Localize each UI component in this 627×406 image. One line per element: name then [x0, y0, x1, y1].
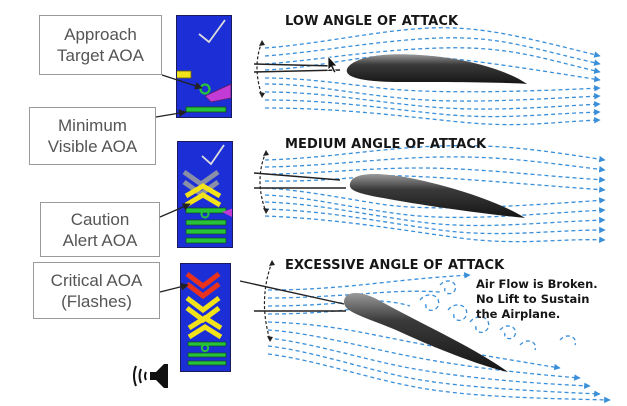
airfoil-medium: [349, 174, 525, 218]
aoa-arc-excessive: [263, 261, 273, 341]
aoa-arc-medium: [259, 151, 267, 213]
white-check-chevron: [198, 19, 226, 44]
note-line: Air Flow is Broken.: [476, 277, 598, 291]
callout-text-line: Minimum: [58, 116, 127, 135]
aoa-indicator-critical: [180, 263, 231, 372]
speaker-icon: [133, 364, 168, 388]
gray-chevron: [182, 169, 220, 188]
airfoil-excessive: [344, 293, 508, 372]
yellow-bar-left: [177, 70, 192, 79]
green-bar: [187, 352, 227, 358]
heading-excessive-aoa: EXCESSIVE ANGLE OF ATTACK: [285, 258, 505, 273]
green-donut: [200, 343, 210, 353]
callout-text-line: Alert AOA: [62, 230, 138, 250]
red-chevron: [185, 282, 221, 300]
callout-text-line: Approach: [64, 25, 137, 44]
medium-aoa-airflow: [264, 144, 606, 243]
red-chevron: [185, 272, 221, 290]
chord-line-low: [253, 63, 335, 67]
callout-caution-alert-aoa: Caution Alert AOA: [40, 202, 160, 257]
aoa-indicator-caution: [177, 141, 233, 248]
yellow-chevron: [184, 183, 222, 199]
callout-text-line: (Flashes): [61, 291, 132, 311]
chord-line-medium: [253, 172, 341, 181]
mouse-cursor-icon: [327, 54, 338, 74]
callout-approach-target-aoa: Approach Target AOA: [39, 15, 162, 75]
note-line: No Lift to Sustain: [476, 292, 590, 306]
chord-line-excessive: [239, 280, 345, 305]
yellow-chevron: [184, 192, 222, 208]
yellow-chevron: [187, 315, 223, 331]
green-bar: [185, 228, 227, 235]
green-donut: [200, 209, 210, 219]
callout-minimum-visible-aoa: Minimum Visible AOA: [29, 107, 156, 165]
magenta-pointer: [204, 83, 231, 103]
yellow-chevron: [185, 296, 221, 314]
green-bar: [187, 360, 227, 366]
magenta-pointer: [222, 208, 232, 217]
callout-text-line: Critical AOA: [50, 270, 143, 290]
yellow-chevron: [187, 324, 223, 340]
note-line: the Airplane.: [476, 307, 561, 321]
white-check-chevron: [201, 144, 225, 166]
aoa-arc-low: [256, 41, 263, 97]
broken-airflow-note: Air Flow is Broken. No Lift to Sustain t…: [476, 277, 598, 322]
airfoil-low: [346, 54, 527, 84]
callout-critical-aoa: Critical AOA (Flashes): [33, 262, 160, 319]
callout-text-line: Caution: [70, 209, 130, 229]
heading-low-aoa: LOW ANGLE OF ATTACK: [285, 14, 459, 29]
green-bar: [185, 219, 227, 226]
relative-wind-line-low: [253, 69, 341, 73]
green-bar: [185, 237, 227, 244]
aoa-indicator-approach: [176, 15, 232, 118]
callout-text-line: Target AOA: [57, 46, 144, 65]
heading-medium-aoa: MEDIUM ANGLE OF ATTACK: [285, 137, 487, 152]
callout-text-line: Visible AOA: [47, 137, 138, 156]
